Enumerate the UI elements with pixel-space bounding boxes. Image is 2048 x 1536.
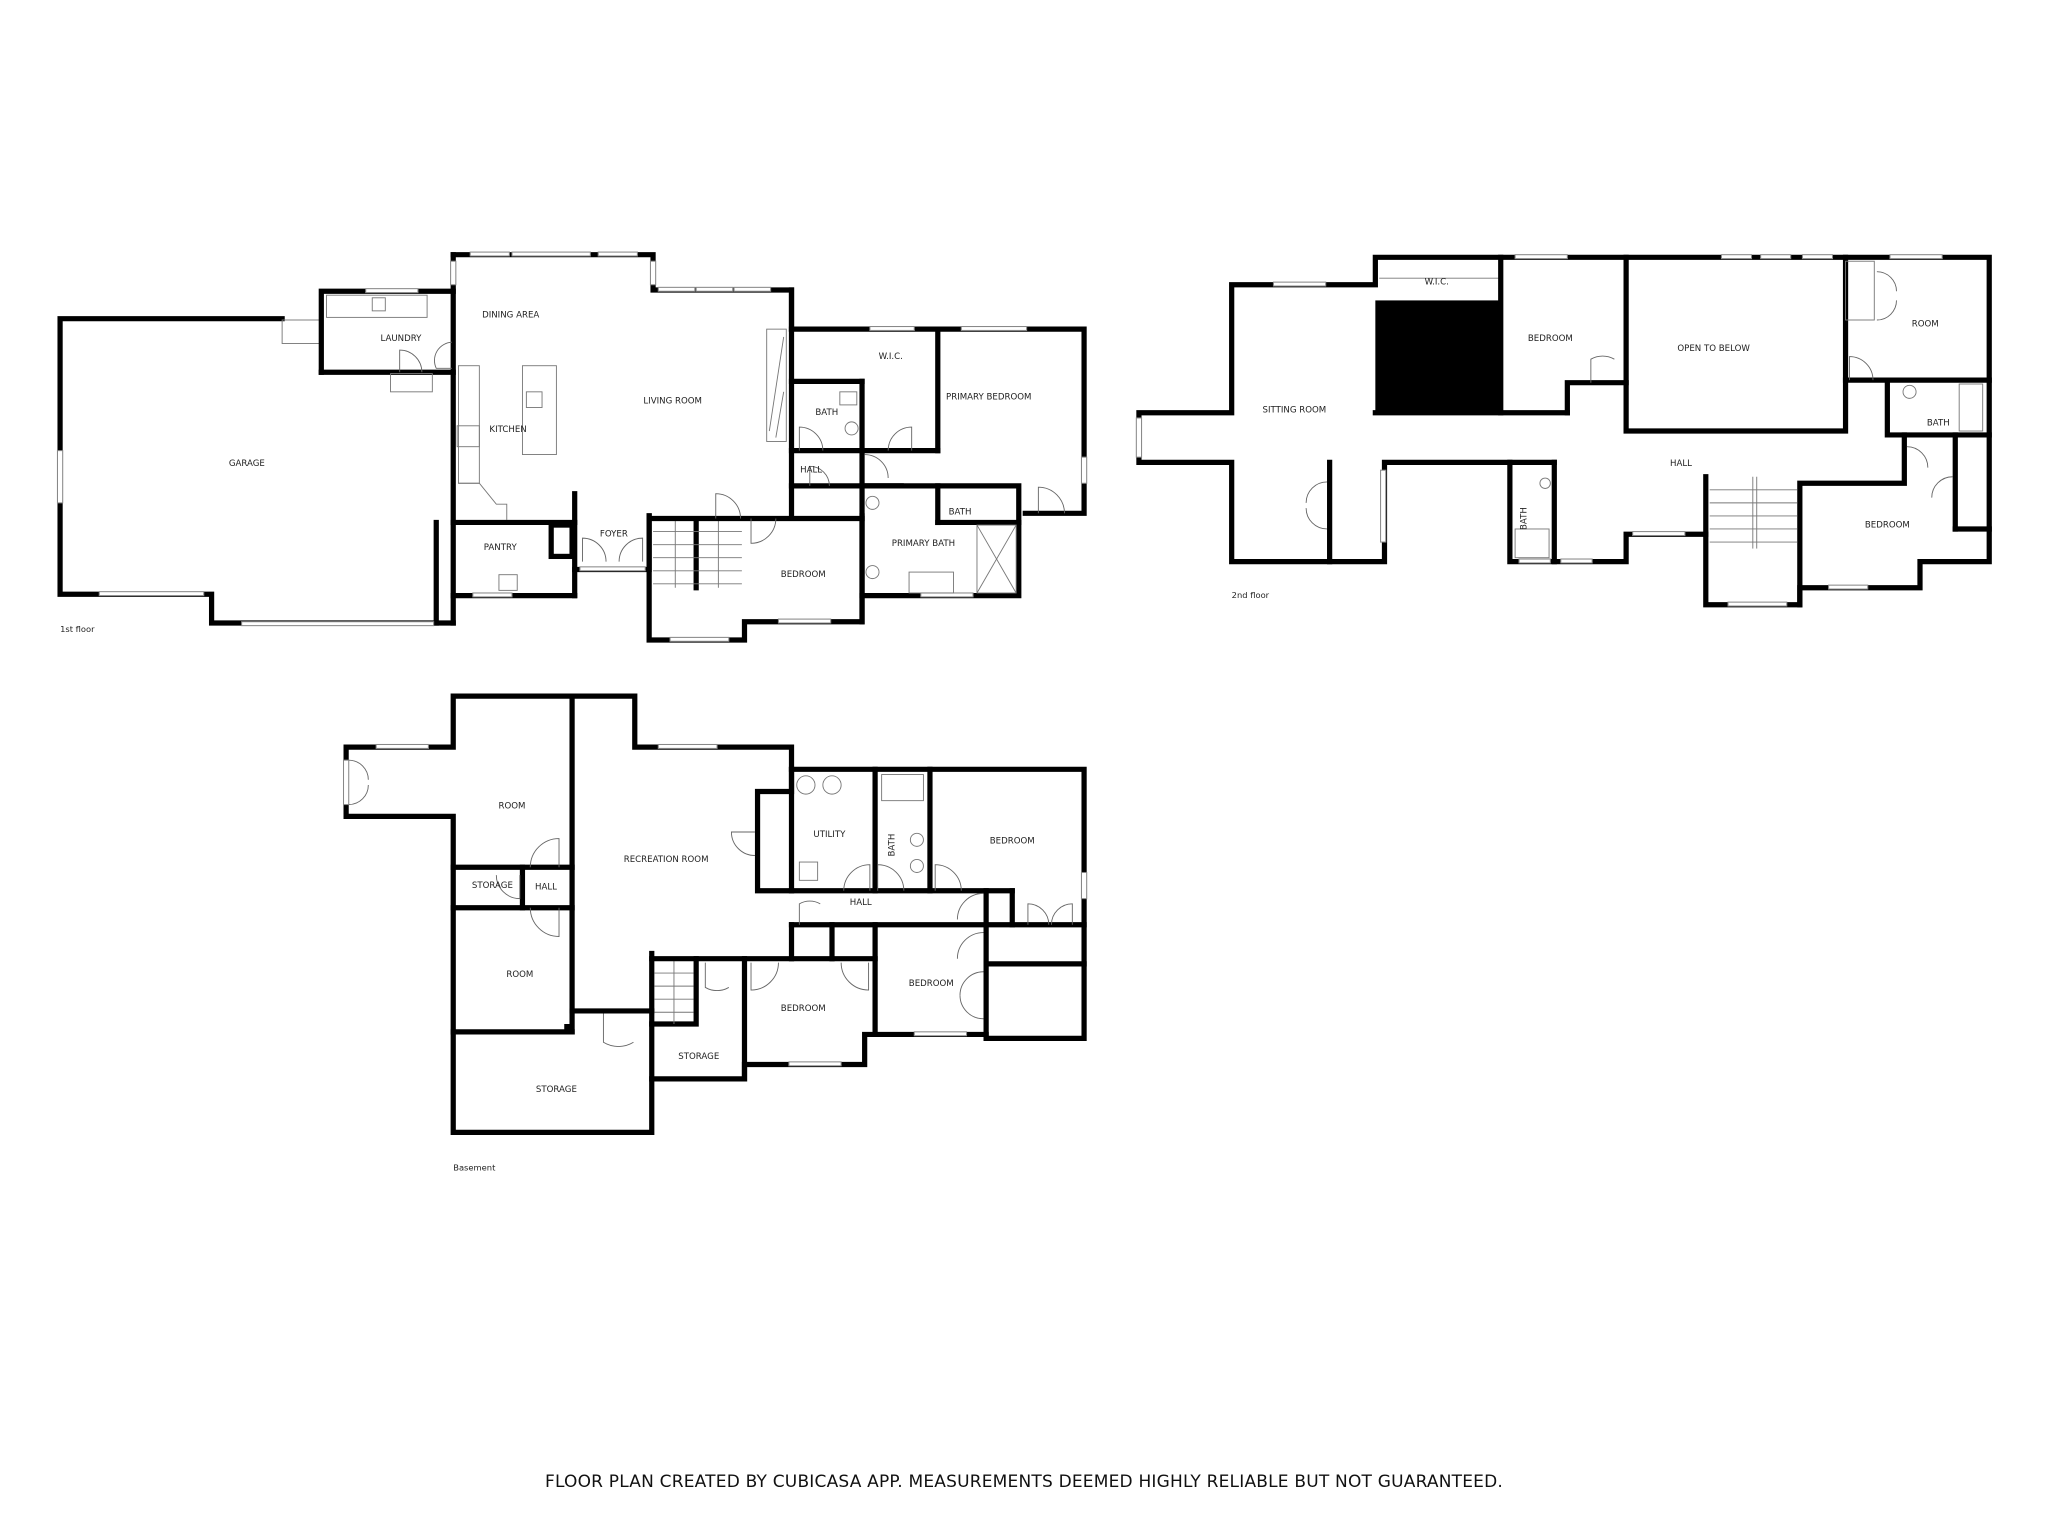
room-label-garage: GARAGE — [229, 459, 265, 469]
room-label-bedroom-basement-a: BEDROOM — [990, 837, 1035, 847]
room-label-foyer: FOYER — [600, 530, 628, 540]
room-label-room-2nd: ROOM — [1912, 319, 1939, 329]
floor-label-2nd: 2nd floor — [1232, 590, 1270, 600]
room-label-laundry: LAUNDRY — [381, 334, 423, 344]
room-label-primary-bedroom: PRIMARY BEDROOM — [946, 393, 1031, 403]
room-label-dining-area: DINING AREA — [482, 310, 539, 320]
room-label-wic: W.I.C. — [879, 352, 903, 362]
room-label-pantry: PANTRY — [484, 543, 518, 553]
room-label-storage-basement-c: STORAGE — [536, 1085, 577, 1095]
room-label-hall: HALL — [800, 466, 822, 476]
first-floor-plan — [56, 251, 1088, 643]
room-label-bath-2nd-b: BATH — [1927, 419, 1950, 429]
room-label-storage-basement-a: STORAGE — [472, 881, 513, 891]
room-label-room-basement-b: ROOM — [506, 970, 533, 980]
room-label-primary-bath: PRIMARY BATH — [892, 539, 955, 549]
room-label-bath: BATH — [815, 408, 838, 418]
room-label-living-room: LIVING ROOM — [643, 396, 702, 406]
room-label-bath-basement: BATH — [888, 834, 898, 857]
floor-label-basement: Basement — [453, 1162, 496, 1172]
first-floor-labels: GARAGE LAUNDRY DINING AREA KITCHEN LIVIN… — [60, 310, 1031, 634]
room-label-bedroom-2nd-b: BEDROOM — [1865, 521, 1910, 531]
room-label-bath-2: BATH — [949, 508, 972, 518]
room-label-open-to-below: OPEN TO BELOW — [1677, 344, 1750, 354]
room-label-room-basement-a: ROOM — [499, 801, 526, 811]
room-label-recreation-room: RECREATION ROOM — [624, 855, 709, 865]
room-label-wic-2nd: W.I.C. — [1425, 278, 1449, 288]
room-label-bedroom: BEDROOM — [781, 570, 826, 580]
second-floor-labels: W.I.C. BEDROOM OPEN TO BELOW ROOM SITTIN… — [1232, 278, 1950, 601]
room-label-bedroom-2nd-a: BEDROOM — [1528, 334, 1573, 344]
second-floor-plan — [1135, 254, 1992, 608]
room-label-sitting-room: SITTING ROOM — [1263, 406, 1327, 416]
room-label-bath-2nd-a: BATH — [1520, 507, 1530, 530]
room-label-storage-basement-b: STORAGE — [678, 1052, 719, 1062]
basement-labels: ROOM RECREATION ROOM UTILITY BATH BEDROO… — [453, 801, 1034, 1172]
disclaimer-footer: FLOOR PLAN CREATED BY CUBICASA APP. MEAS… — [544, 1472, 1504, 1492]
room-label-utility: UTILITY — [813, 830, 846, 840]
room-label-hall-basement-b: HALL — [850, 898, 872, 908]
floor-label-1st: 1st floor — [60, 624, 95, 634]
room-label-hall-basement-a: HALL — [535, 882, 557, 892]
room-label-kitchen: KITCHEN — [489, 425, 526, 435]
basement-plan — [342, 693, 1088, 1136]
room-label-hall-2nd: HALL — [1670, 459, 1692, 469]
room-label-bedroom-basement-c: BEDROOM — [781, 1004, 826, 1014]
room-label-bedroom-basement-b: BEDROOM — [909, 979, 954, 989]
